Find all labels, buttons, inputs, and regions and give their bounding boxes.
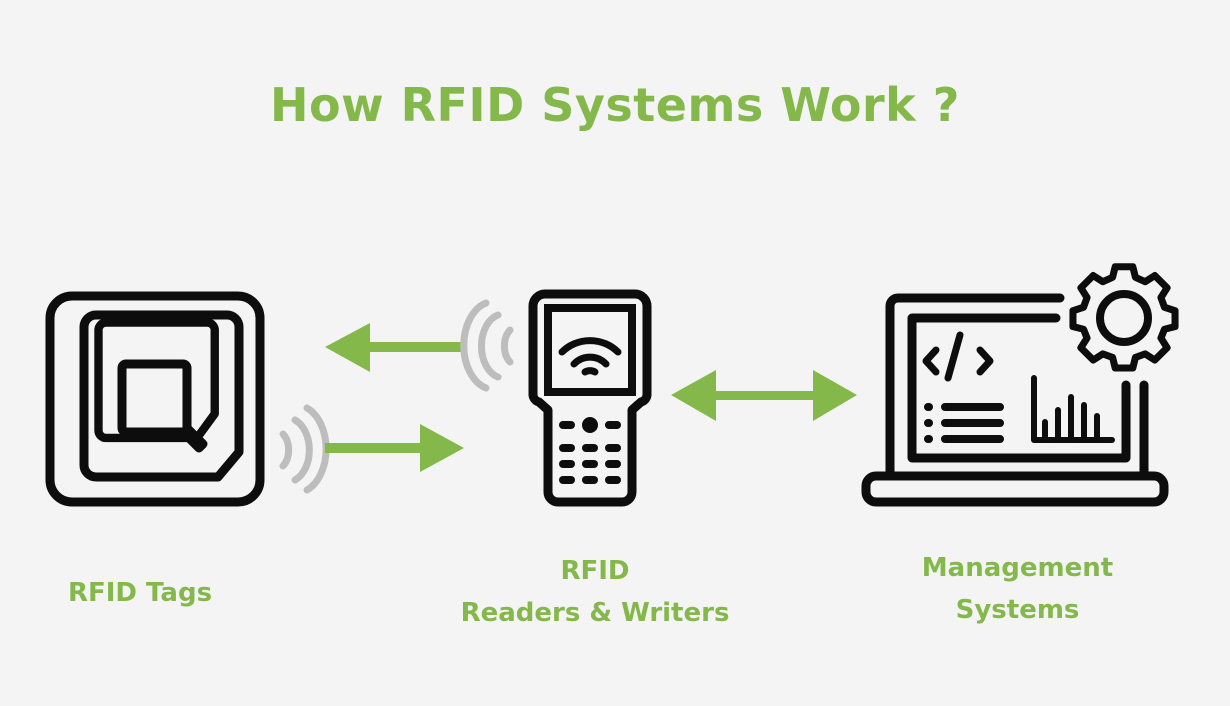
label-line: Systems: [955, 595, 1080, 625]
gear-icon: [1069, 263, 1179, 372]
signal-waves-reader-icon: [460, 299, 514, 392]
wifi-icon: [558, 337, 622, 376]
laptop-gear-icon: [861, 263, 1179, 507]
label-line: RFID Tags: [67, 578, 213, 608]
label-line: Management: [921, 553, 1114, 583]
rfid-tag-icon: [45, 291, 265, 507]
diagram-title: How RFID Systems Work ?: [270, 78, 960, 132]
keypad-icon: [559, 417, 621, 484]
label-line: RFID: [560, 556, 630, 586]
arrow-right-icon: [325, 424, 464, 472]
handheld-reader-icon: [528, 289, 652, 507]
bar-chart-icon: [1031, 375, 1115, 443]
double-arrow-icon: [671, 370, 857, 421]
label-line: Readers & Writers: [460, 598, 730, 628]
label-management-systems: Management Systems: [880, 547, 1155, 631]
label-rfid-tags: RFID Tags: [30, 572, 250, 614]
signal-waves-tag-icon: [279, 404, 330, 494]
label-rfid-readers: RFID Readers & Writers: [430, 550, 760, 634]
list-icon: [924, 403, 1004, 443]
arrow-left-icon: [325, 323, 465, 372]
